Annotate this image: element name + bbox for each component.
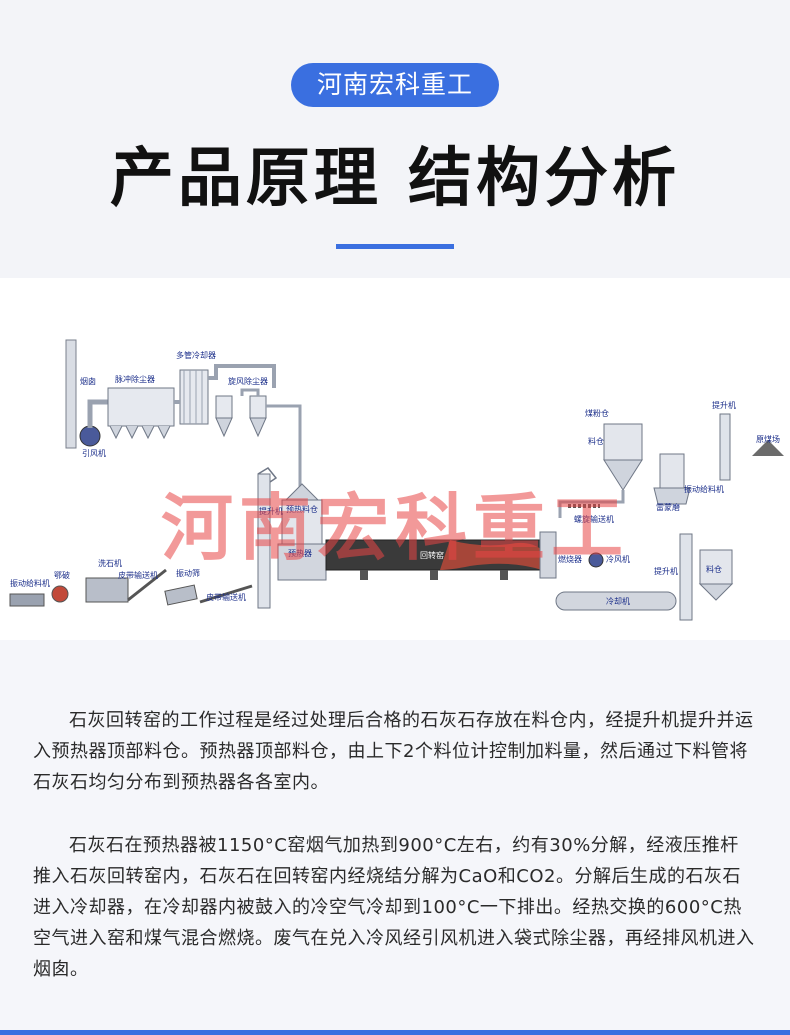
label-cyclone: 旋风除尘器: [228, 376, 268, 386]
content-section: 石灰回转窑的工作过程是经过处理后合格的石灰石存放在料仓内，经提升机提升并运入预热…: [0, 640, 790, 1035]
label-preheater: 预热器: [288, 548, 312, 558]
label-elevator-2: 提升机: [712, 400, 736, 410]
label-kiln: 回转窑: [420, 550, 444, 560]
label-cooling-fan: 冷风机: [606, 554, 630, 564]
header: 河南宏科重工 产品原理 结构分析: [0, 0, 790, 278]
label-product-bin: 料仓: [706, 564, 722, 574]
label-multi-cooler: 多管冷却器: [176, 350, 216, 360]
product-bin: [699, 549, 733, 585]
belt-conveyor-2: [199, 584, 253, 604]
paragraph-2: 石灰石在预热器被1150°C窑烟气加热到900°C左右，约有30%分解，经液压推…: [33, 835, 755, 980]
label-burner: 燃烧器: [558, 554, 582, 564]
chimney: [65, 339, 77, 449]
cyclone-dust-collector: [215, 395, 233, 419]
label-vib-feeder-2: 振动给料机: [684, 484, 724, 494]
vibrating-screen: [164, 584, 198, 606]
label-chimney: 烟囱: [80, 376, 96, 386]
label-raw-coal: 原煤场: [756, 434, 780, 444]
label-cooler: 冷却机: [606, 596, 630, 606]
vibrating-feeder-1: [9, 593, 45, 607]
bucket-elevator-3: [679, 533, 693, 621]
label-raymond-mill: 雷蒙磨: [656, 502, 680, 512]
label-elevator-3: 提升机: [654, 566, 678, 576]
cooling-fan: [588, 552, 604, 568]
belt-conveyor-1: [127, 568, 167, 602]
cooler: [555, 591, 677, 611]
kiln-hood: [539, 531, 557, 579]
label-vib-screen: 振动筛: [176, 568, 200, 578]
label-washer: 洗石机: [98, 558, 122, 568]
label-pulse-dust: 脉冲除尘器: [115, 374, 155, 384]
bucket-elevator-1: [257, 473, 271, 609]
pulse-dust-collector: [107, 387, 175, 427]
label-elevator-1: 提升机: [259, 506, 283, 516]
label-crusher: 鄂破: [54, 570, 70, 580]
raw-coal-pile: [752, 440, 784, 456]
jaw-crusher: [51, 585, 69, 603]
label-belt-1: 皮带输送机: [118, 570, 158, 580]
label-screw-conveyor: 螺旋输送机: [574, 514, 614, 524]
label-vib-feeder-1: 振动给料机: [10, 578, 50, 588]
label-belt-2: 皮带输送机: [206, 592, 246, 602]
process-flow-illustration: 烟囱 引风机 脉冲除尘器 多管冷却器 旋风除尘器 提升机 预热料仓 预热器 回转…: [9, 339, 784, 621]
label-induced-fan: 引风机: [82, 448, 106, 458]
page-title: 产品原理 结构分析: [109, 142, 681, 216]
paragraph-1: 石灰回转窑的工作过程是经过处理后合格的石灰石存放在料仓内，经提升机提升并运入预热…: [33, 710, 754, 793]
title-underline: [336, 244, 454, 249]
bucket-elevator-2: [719, 413, 731, 481]
multi-tube-cooler: [179, 369, 209, 425]
label-coal-bin: 料仓: [588, 436, 604, 446]
brand-badge: 河南宏科重工: [291, 63, 499, 107]
watermark: 河南宏科重工: [160, 486, 629, 570]
pulverized-coal-bin: [603, 423, 643, 461]
stone-washer: [85, 577, 129, 603]
raymond-mill: [659, 453, 685, 489]
bottom-accent-bar: [0, 1030, 790, 1035]
induced-fan: [79, 425, 101, 447]
process-diagram: 烟囱 引风机 脉冲除尘器 多管冷却器 旋风除尘器 提升机 预热料仓 预热器 回转…: [0, 278, 790, 640]
label-top-bin: 预热料仓: [286, 504, 318, 514]
label-pulverized-coal: 煤粉仓: [585, 408, 609, 418]
